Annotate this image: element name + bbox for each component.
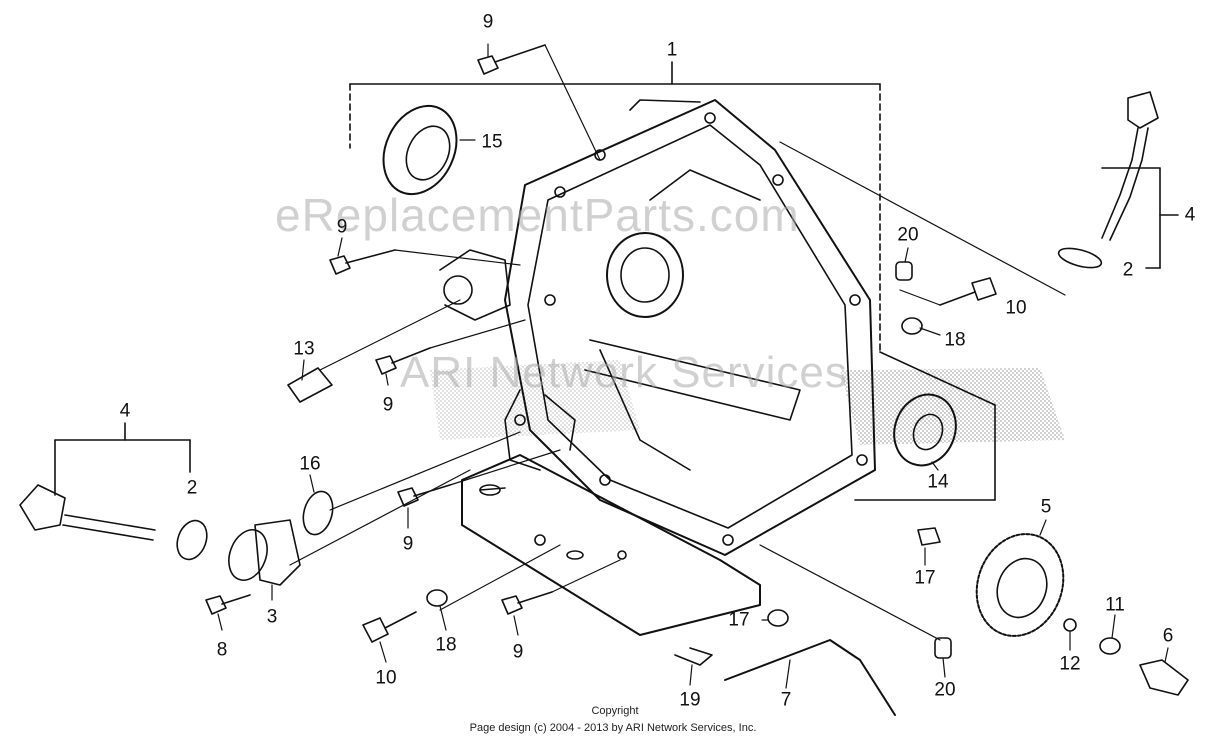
callout-13: 13 — [293, 338, 315, 360]
callout-19: 19 — [679, 689, 701, 711]
crankcase-cover — [439, 99, 876, 636]
washer-18b — [426, 589, 448, 607]
callout-17: 17 — [728, 609, 750, 631]
bolt-9-left — [329, 249, 396, 275]
callout-18: 18 — [944, 329, 966, 351]
callout-9: 9 — [482, 11, 494, 33]
bolt-9-top — [477, 44, 546, 75]
clip-12 — [1063, 618, 1077, 632]
washer-18a — [901, 317, 923, 335]
callout-6: 6 — [1162, 625, 1174, 647]
callout-18: 18 — [435, 634, 457, 656]
bracket-part-1 — [349, 61, 996, 501]
oil-seal-15 — [382, 104, 458, 196]
bolt-10-right — [939, 277, 997, 306]
callout-5: 5 — [1040, 496, 1052, 518]
washer-11 — [1099, 637, 1121, 655]
callout-1: 1 — [666, 39, 678, 61]
bolt-10-bottom — [362, 611, 417, 643]
callout-10: 10 — [375, 667, 397, 689]
footer-copyright: Copyright — [591, 705, 639, 717]
bracket-part-4-left — [54, 422, 191, 496]
shading-pattern — [840, 368, 1065, 445]
bracket-part-4-right — [1101, 167, 1179, 269]
callout-9: 9 — [336, 216, 348, 238]
callout-9: 9 — [382, 394, 394, 416]
bolt-9-bottom — [501, 591, 553, 615]
dowel-13 — [287, 367, 333, 403]
callout-3: 3 — [266, 606, 278, 628]
callout-2: 2 — [1122, 259, 1134, 281]
callout-10: 10 — [1005, 297, 1027, 319]
dipstick-4-right — [1057, 91, 1159, 269]
sleeve-20b — [934, 637, 952, 659]
bolt-9-lower — [397, 484, 451, 507]
dipstick-4-left — [19, 484, 208, 561]
o-ring-16 — [302, 490, 334, 536]
governor-rod-7 — [724, 639, 896, 716]
sleeve-20a — [895, 261, 913, 281]
callout-2: 2 — [186, 477, 198, 499]
callout-9: 9 — [402, 533, 414, 555]
callout-15: 15 — [481, 131, 503, 153]
plug-3 — [228, 519, 301, 586]
callout-14: 14 — [927, 471, 949, 493]
governor-gear-5 — [975, 533, 1065, 637]
callout-7: 7 — [780, 689, 792, 711]
callout-20: 20 — [897, 224, 919, 246]
leader-lines — [217, 43, 1169, 689]
nut-17a — [917, 527, 941, 546]
callout-12: 12 — [1059, 653, 1081, 675]
bolt-9-middle — [375, 347, 431, 375]
callout-11: 11 — [1105, 594, 1125, 616]
callout-20: 20 — [934, 679, 956, 701]
washer-17b — [767, 609, 789, 627]
bolt-8 — [205, 594, 251, 615]
bearing-14 — [893, 393, 957, 467]
callout-4: 4 — [1184, 204, 1196, 226]
callout-16: 16 — [299, 453, 321, 475]
callout-17: 17 — [914, 567, 936, 589]
clip-19 — [674, 647, 713, 666]
callout-4: 4 — [119, 400, 131, 422]
callout-9: 9 — [512, 641, 524, 663]
pin-6 — [1139, 659, 1189, 696]
callout-8: 8 — [216, 639, 228, 661]
footer-page-design: Page design (c) 2004 - 2013 by ARI Netwo… — [469, 722, 757, 734]
shading-pattern — [430, 360, 640, 440]
